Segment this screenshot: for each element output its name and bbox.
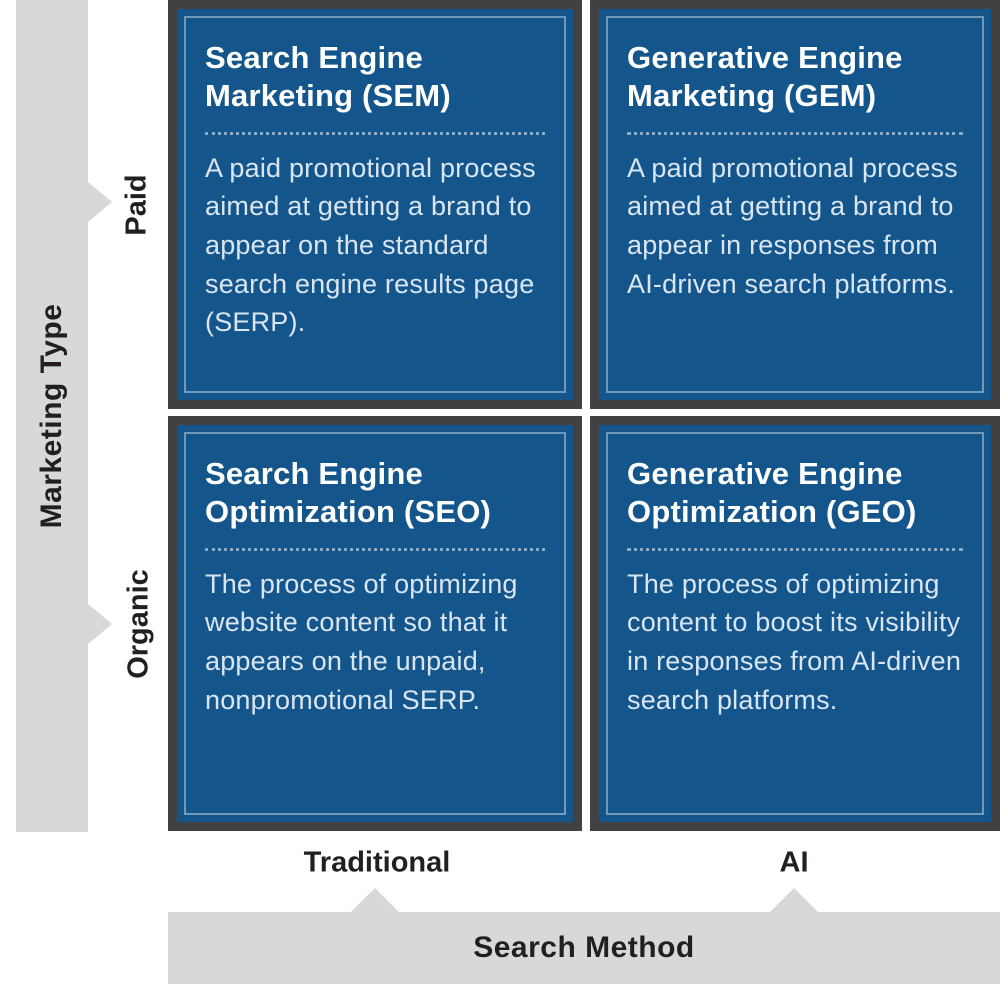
y-tick-organic: Organic — [122, 569, 155, 679]
y-axis-title: Marketing Type — [35, 303, 68, 529]
x-axis-arrow-ai — [770, 888, 818, 912]
x-axis-arrow-traditional — [351, 888, 399, 912]
dotted-divider — [205, 547, 545, 551]
quadrant-gem-title: Generative Engine Marketing (GEM) — [627, 40, 903, 114]
y-axis-bar — [16, 0, 88, 832]
quadrant-seo-title: Search Engine Optimization (SEO) — [205, 456, 492, 530]
x-tick-traditional: Traditional — [303, 846, 451, 879]
y-axis-arrow-paid — [88, 182, 112, 222]
x-axis-title: Search Method — [473, 931, 695, 964]
dotted-divider — [205, 131, 545, 135]
quadrant-geo: Generative Engine Optimization (GEO) The… — [590, 416, 1000, 831]
y-tick-paid: Paid — [120, 174, 153, 236]
quadrant-seo: Search Engine Optimization (SEO) The pro… — [168, 416, 582, 831]
quadrant-sem: Search Engine Marketing (SEM) A paid pro… — [168, 0, 582, 409]
quadrant-sem-title: Search Engine Marketing (SEM) — [205, 40, 451, 114]
dotted-divider — [627, 131, 963, 135]
quadrant-geo-title: Generative Engine Optimization (GEO) — [627, 456, 917, 530]
quadrant-grid: Search Engine Marketing (SEM) A paid pro… — [168, 0, 1000, 831]
quadrant-gem: Generative Engine Marketing (GEM) A paid… — [590, 0, 1000, 409]
x-axis-bar: Search Method — [168, 912, 1000, 984]
quadrant-seo-description: The process of optimizing website conten… — [205, 568, 518, 715]
quadrant-gem-description: A paid promotional process aimed at gett… — [627, 152, 958, 299]
quadrant-sem-description: A paid promotional process aimed at gett… — [205, 152, 536, 338]
y-axis-arrow-organic — [88, 604, 112, 644]
quadrant-geo-description: The process of optimizing content to boo… — [627, 568, 962, 715]
x-tick-ai: AI — [779, 846, 809, 879]
dotted-divider — [627, 547, 963, 551]
